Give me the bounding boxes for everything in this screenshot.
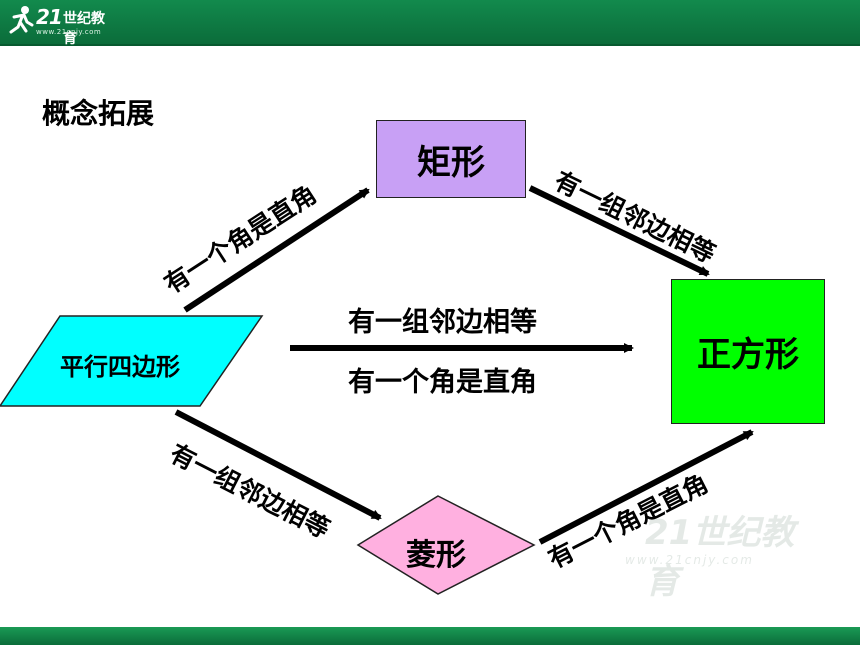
square-node: 正方形 bbox=[671, 279, 825, 424]
arrow-rhombus-to-square bbox=[538, 429, 754, 545]
watermark: 21世纪教育 www.21cnjy.com bbox=[585, 505, 825, 602]
footer-bar bbox=[0, 627, 860, 645]
arrow-para-to-rect bbox=[183, 187, 370, 313]
rhombus-label: 菱形 bbox=[406, 538, 466, 573]
runner-logo-icon bbox=[9, 6, 34, 34]
parallelogram-label: 平行四边形 bbox=[60, 353, 180, 381]
logo-text: 世纪教育 bbox=[63, 11, 105, 47]
arrow-para-to-rhombus bbox=[174, 409, 382, 521]
rectangle-node: 矩形 bbox=[376, 120, 526, 198]
watermark-text: 21世纪教育 bbox=[645, 513, 795, 602]
watermark-url: www.21cnjy.com bbox=[625, 553, 754, 567]
logo-number: 21 bbox=[36, 5, 63, 29]
arrow-rect-to-square bbox=[528, 185, 710, 277]
page-title: 概念拓展 bbox=[42, 97, 155, 130]
parallelogram-shape bbox=[0, 315, 264, 407]
rhombus-shape bbox=[356, 495, 536, 595]
header-bar: 21 世纪教育 www.21cnjy.com bbox=[0, 0, 860, 47]
logo: 21 世纪教育 www.21cnjy.com bbox=[8, 5, 118, 47]
logo-url: www.21cnjy.com bbox=[36, 28, 102, 36]
edge-label-para-to-square-1: 有一组邻边相等 bbox=[348, 307, 537, 338]
edge-label-para-to-square-2: 有一个角是直角 bbox=[348, 367, 537, 398]
